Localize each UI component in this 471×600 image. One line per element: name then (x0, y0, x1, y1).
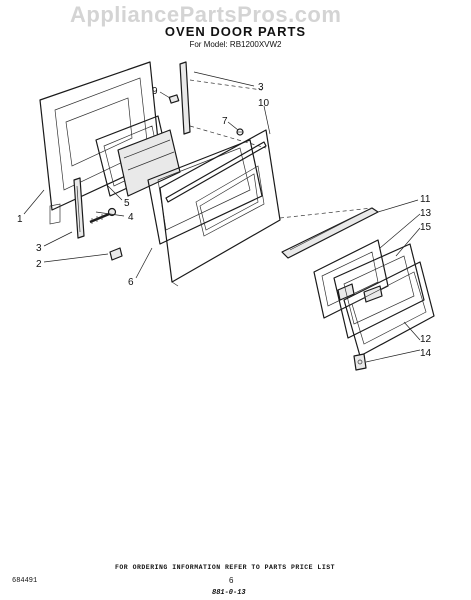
outer-door-front (159, 129, 281, 287)
window-frame (333, 243, 425, 339)
watermark: AppliancePartsPros.com (70, 2, 342, 27)
callout-15: 15 (420, 222, 432, 233)
callout-labels: 1 2 3 3 4 5 6 7 9 10 11 12 13 14 15 (17, 82, 432, 359)
door-stop (109, 247, 123, 261)
door-side-trim (179, 61, 267, 149)
inner-glass-panel (117, 129, 181, 197)
callout-12: 12 (420, 334, 432, 345)
page-title: OVEN DOOR PARTS (164, 24, 307, 39)
ordering-note: FOR ORDERING INFORMATION REFER TO PARTS … (115, 564, 336, 571)
callout-14: 14 (420, 348, 432, 359)
document-number: 684491 (12, 577, 38, 585)
window-pack-inner (313, 239, 389, 319)
glass-clip (168, 94, 180, 104)
callout-10: 10 (258, 98, 270, 109)
callout-3-right: 3 (258, 82, 264, 93)
revision-stamp: 881-0-13 (212, 589, 246, 597)
handle-screw (236, 128, 244, 136)
callout-3-left: 3 (36, 243, 42, 254)
callout-4: 4 (128, 212, 134, 223)
door-screw (89, 207, 117, 224)
hinge-bracket (353, 353, 367, 371)
callout-11: 11 (420, 194, 431, 205)
callout-1: 1 (17, 214, 23, 225)
callout-2: 2 (36, 259, 42, 270)
callout-9: 9 (152, 86, 158, 97)
callout-6: 6 (128, 277, 134, 288)
model-number: For Model: RB1200XVW2 (189, 40, 282, 49)
page-number: 6 (229, 576, 234, 585)
window-gasket (343, 261, 435, 357)
door-handle (281, 207, 379, 259)
hinge-arm (73, 177, 85, 239)
callout-5: 5 (124, 198, 130, 209)
callout-13: 13 (420, 208, 432, 219)
callout-leaders (23, 71, 421, 363)
callout-7: 7 (222, 116, 228, 127)
